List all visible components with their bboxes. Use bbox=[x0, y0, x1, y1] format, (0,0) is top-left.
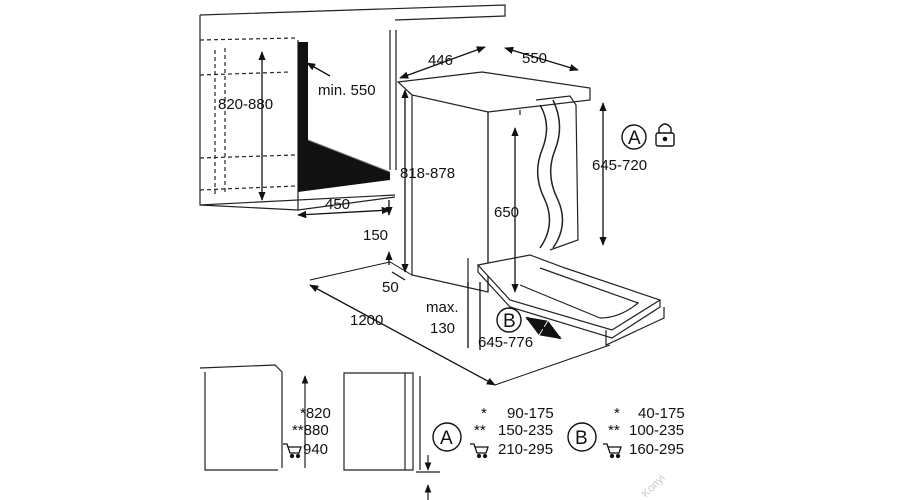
label-max: max. bbox=[426, 299, 459, 316]
label-door-travel: 645-776 bbox=[478, 334, 533, 351]
label-max-value: 130 bbox=[430, 320, 455, 337]
lock-icon bbox=[655, 123, 675, 147]
cart-icon bbox=[470, 443, 489, 459]
label-device-height: 818-878 bbox=[400, 165, 455, 182]
label-top-depth: 550 bbox=[522, 50, 547, 67]
cart-icon bbox=[283, 443, 302, 459]
table-b-value-1: 40-175 bbox=[638, 405, 685, 422]
label-top-width: 446 bbox=[428, 52, 453, 69]
label-plinth-50: 50 bbox=[382, 279, 399, 296]
table-b-mark-2: ** bbox=[608, 422, 620, 439]
niche bbox=[298, 42, 391, 192]
cart-icon bbox=[603, 443, 622, 459]
height-880: **880 bbox=[292, 422, 329, 439]
table-a-mark-1: * bbox=[481, 405, 487, 422]
height-820: *820 bbox=[300, 405, 331, 422]
table-b-value-3: 160-295 bbox=[629, 441, 684, 458]
label-min-niche: min. 550 bbox=[318, 82, 376, 99]
height-940: 940 bbox=[303, 441, 328, 458]
watermark: Konyi bbox=[640, 472, 668, 500]
dimension-labels: 820-880 min. 550 446 550 818-878 450 650… bbox=[218, 50, 647, 351]
table-b: B * 40-175 ** 100-235 160-295 bbox=[567, 405, 685, 459]
table-a-value-3: 210-295 bbox=[498, 441, 553, 458]
table-a-value-1: 90-175 bbox=[507, 405, 554, 422]
label-length-1200: 1200 bbox=[350, 312, 383, 329]
badge-b-main: B bbox=[496, 307, 522, 333]
svg-text:A: A bbox=[440, 428, 453, 449]
label-plinth-150: 150 bbox=[363, 227, 388, 244]
label-counter-height: 820-880 bbox=[218, 96, 273, 113]
badge-a-main: A bbox=[621, 124, 647, 150]
svg-text:B: B bbox=[503, 311, 516, 332]
table-a-value-2: 150-235 bbox=[498, 422, 553, 439]
label-door-height: 650 bbox=[494, 204, 519, 221]
table-b-mark-1: * bbox=[614, 405, 620, 422]
label-niche-width: 450 bbox=[325, 196, 350, 213]
table-b-value-2: 100-235 bbox=[629, 422, 684, 439]
svg-text:A: A bbox=[628, 128, 641, 149]
label-panel-height: 645-720 bbox=[592, 157, 647, 174]
svg-text:B: B bbox=[575, 428, 588, 449]
table-a: A * 90-175 ** 150-235 210-295 bbox=[432, 405, 554, 459]
side-view-diagram bbox=[199, 364, 440, 500]
height-options: *820 **880 940 bbox=[283, 405, 331, 459]
dimension-lines bbox=[258, 46, 611, 386]
table-a-mark-2: ** bbox=[474, 422, 486, 439]
